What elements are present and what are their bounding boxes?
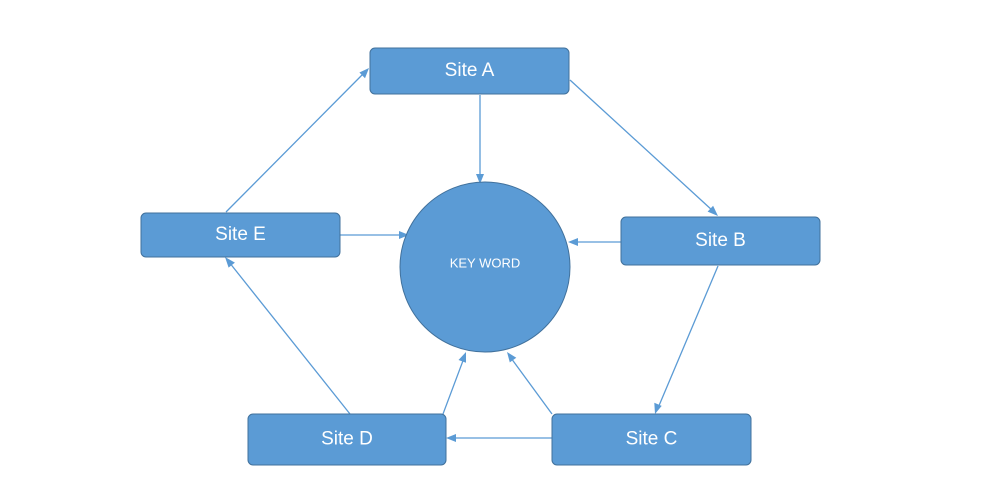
edge-site-d-to-keyword bbox=[442, 357, 465, 415]
site-c-box bbox=[551, 413, 752, 466]
site-a-node: Site A bbox=[369, 47, 570, 95]
edge-site-e-to-site-a bbox=[225, 72, 365, 213]
edge-site-d-to-site-e bbox=[228, 261, 351, 415]
arrowhead-keyword-bottom-right bbox=[507, 352, 517, 363]
site-d-box bbox=[247, 413, 447, 466]
site-b-node: Site B bbox=[620, 216, 821, 266]
edge-site-c-to-keyword bbox=[510, 357, 553, 415]
arrowhead-keyword-top bbox=[476, 174, 484, 184]
arrowhead-keyword-left bbox=[399, 231, 409, 239]
arrowhead-site-d bbox=[446, 434, 456, 442]
site-c-node: Site C bbox=[551, 413, 752, 466]
edge-site-b-to-site-c bbox=[657, 265, 719, 409]
site-a-label: Site A bbox=[445, 60, 495, 81]
site-e-node: Site E bbox=[140, 212, 341, 258]
site-d-label: Site D bbox=[321, 429, 373, 450]
site-b-label: Site B bbox=[695, 230, 746, 251]
site-e-box bbox=[140, 212, 341, 258]
arrowhead-site-a bbox=[359, 68, 369, 79]
arrowhead-site-b bbox=[707, 205, 718, 216]
arrowhead-site-c bbox=[654, 402, 662, 414]
site-b-box bbox=[620, 216, 821, 266]
node-layer: KEY WORD Site A Site B Site C Site D Sit… bbox=[140, 47, 821, 466]
arrowhead-site-e bbox=[225, 257, 235, 268]
site-d-node: Site D bbox=[247, 413, 447, 466]
site-c-label: Site C bbox=[626, 429, 678, 450]
connector-layer bbox=[225, 68, 719, 442]
arrowhead-keyword-bottom-left bbox=[458, 352, 466, 363]
site-e-label: Site E bbox=[215, 224, 266, 245]
keyword-circle bbox=[399, 181, 571, 353]
edge-site-a-to-site-b bbox=[569, 79, 714, 212]
site-a-box bbox=[369, 47, 570, 95]
keyword-node: KEY WORD bbox=[399, 181, 571, 353]
arrowhead-keyword-right bbox=[568, 238, 578, 246]
keyword-label: KEY WORD bbox=[450, 255, 521, 270]
